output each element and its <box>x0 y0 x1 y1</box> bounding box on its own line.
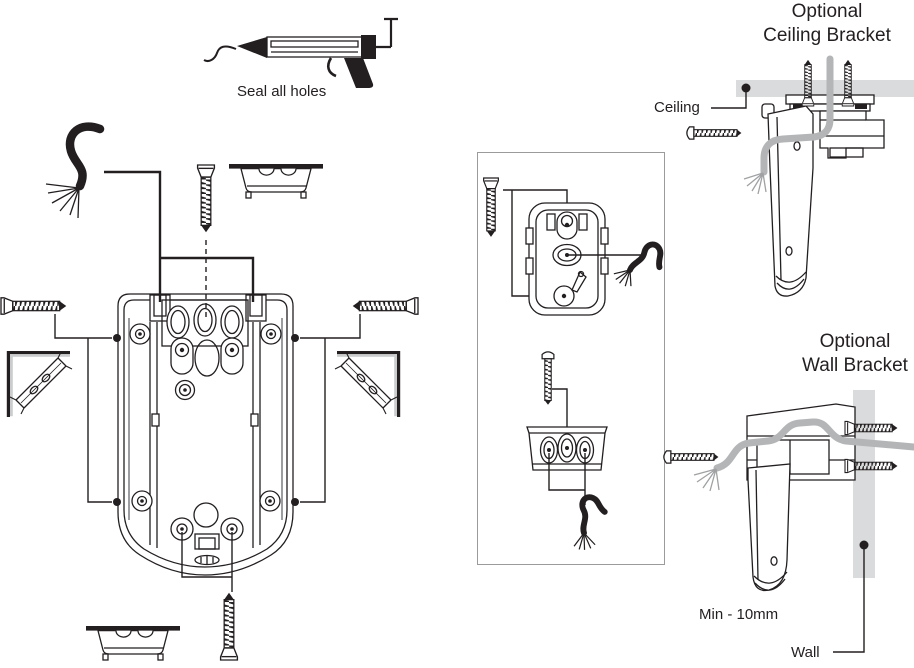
flat-head-screw-icon <box>483 177 499 238</box>
ceiling-surface <box>736 80 914 97</box>
ceiling-bracket-title-line2: Ceiling Bracket <box>763 25 891 46</box>
wall-bracket-title-line2: Wall Bracket <box>802 355 908 376</box>
detector-backplate-diagram <box>0 122 419 661</box>
pan-head-screw-icon <box>541 351 555 406</box>
wall-bracket-title-line1: Optional <box>819 331 891 352</box>
pan-head-screw-icon <box>686 126 743 140</box>
ceiling-bracket-diagram <box>686 55 914 297</box>
mounting-bracket-detail <box>477 152 665 565</box>
ceiling-bracket-title-line1: Optional <box>791 1 863 22</box>
frayed-wire-icon <box>45 122 105 219</box>
wall-label: Wall <box>791 644 820 661</box>
caulk-gun-icon <box>203 17 398 88</box>
frayed-wire-icon <box>614 244 661 286</box>
wall-surface <box>853 390 875 578</box>
flat-bracket-profile-icon <box>228 163 324 199</box>
corner-bracket-icon <box>6 350 73 418</box>
flat-head-screw-icon <box>0 297 67 315</box>
wall-bracket-diagram <box>663 390 914 653</box>
wall-bracket-title: Optional Wall Bracket <box>755 330 914 378</box>
pan-head-screw-icon <box>663 450 720 464</box>
flat-head-screw-icon <box>219 592 239 661</box>
gray-cable-icon <box>713 418 914 472</box>
ceiling-bracket-title: Optional Ceiling Bracket <box>727 0 914 48</box>
flat-head-screw-icon <box>196 164 216 233</box>
frayed-wire-icon <box>555 494 617 556</box>
leader-lines <box>104 170 255 302</box>
flat-bracket-profile-icon <box>85 625 181 661</box>
seal-all-holes-label: Seal all holes <box>237 83 327 100</box>
flat-head-screw-icon <box>352 297 419 315</box>
detail-box <box>477 152 665 565</box>
corner-bracket-icon <box>334 350 401 418</box>
ceiling-label: Ceiling <box>654 99 700 116</box>
gray-cable-icon <box>760 55 834 176</box>
min-clearance-label: Min - 10mm <box>699 606 779 623</box>
